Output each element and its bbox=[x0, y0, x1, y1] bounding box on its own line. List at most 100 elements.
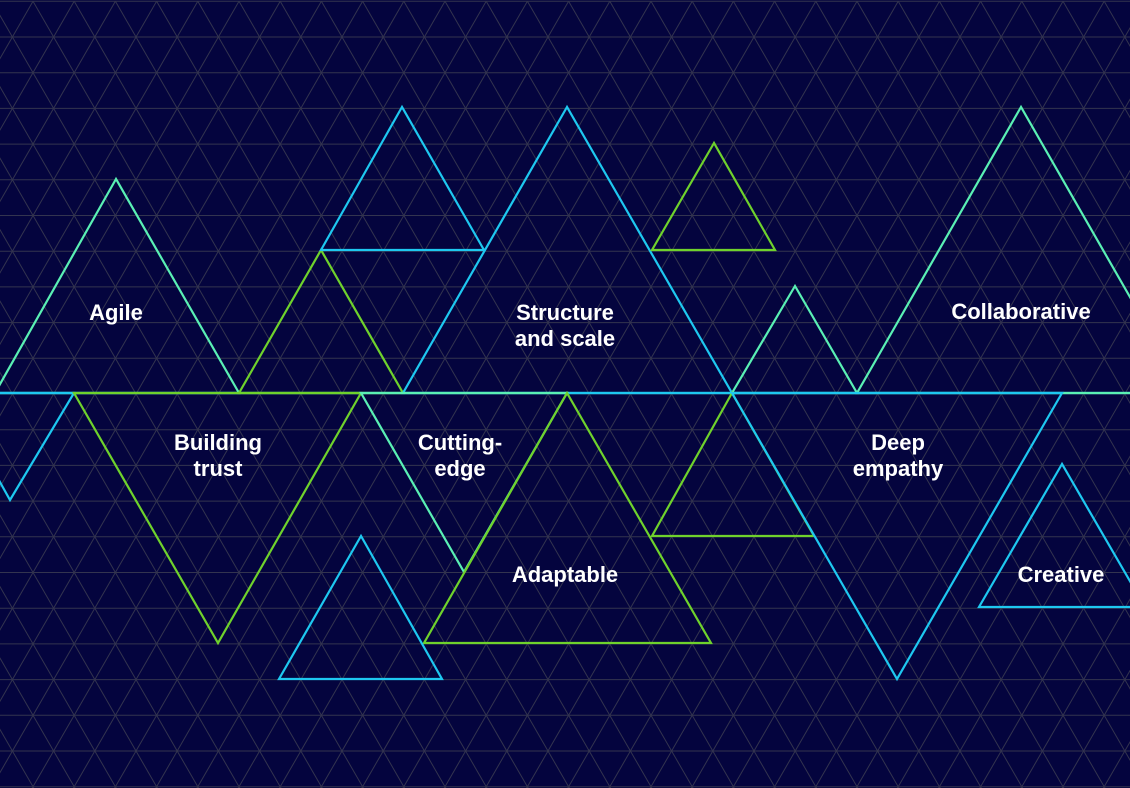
grid-line bbox=[361, 1, 817, 788]
grid-line bbox=[0, 1, 281, 488]
grid-line bbox=[196, 1, 652, 788]
grid-line bbox=[0, 1, 116, 203]
triangle-building-trust bbox=[72, 391, 363, 646]
grid-line bbox=[156, 1, 612, 788]
grid-line bbox=[279, 1, 735, 788]
grid-line bbox=[485, 1, 941, 788]
grid-line bbox=[979, 526, 1130, 788]
grid-line bbox=[938, 455, 1130, 788]
grid-line bbox=[649, 1, 1105, 788]
grid-line bbox=[1020, 598, 1130, 788]
grid-line bbox=[691, 1, 1130, 762]
label-line: and scale bbox=[514, 326, 616, 351]
grid-line bbox=[855, 312, 1130, 788]
grid-line bbox=[608, 1, 1064, 788]
triangle-mint-small bbox=[730, 283, 859, 395]
label-line: Deep bbox=[871, 430, 925, 455]
grid-line bbox=[0, 228, 323, 788]
grid-line bbox=[114, 1, 570, 788]
grid-line bbox=[444, 1, 900, 788]
grid-line bbox=[773, 169, 1130, 788]
triangle-cutting-edge bbox=[359, 391, 569, 575]
grid-line bbox=[362, 1, 818, 788]
grid-line bbox=[609, 1, 1065, 788]
grid-line bbox=[0, 514, 158, 788]
grid-line bbox=[403, 1, 859, 788]
grid-line bbox=[237, 1, 693, 788]
grid-line bbox=[815, 1, 1130, 547]
label-adaptable: Adaptable bbox=[511, 562, 619, 587]
triangle-agile bbox=[0, 176, 241, 395]
grid-line bbox=[0, 300, 282, 788]
grid-line bbox=[856, 1, 1130, 476]
grid-line bbox=[0, 1, 158, 274]
grid-line bbox=[938, 1, 1130, 333]
triangle-cyan-small-top bbox=[319, 104, 486, 252]
grid-line bbox=[32, 1, 488, 788]
label-agile: Agile bbox=[89, 300, 143, 325]
triangle-collaborative bbox=[855, 104, 1130, 395]
label-line: edge bbox=[434, 456, 486, 481]
grid-line bbox=[0, 371, 241, 788]
label-line: trust bbox=[193, 456, 243, 481]
grid-line bbox=[278, 1, 734, 788]
grid-line bbox=[320, 1, 776, 788]
label-line: Building bbox=[174, 430, 262, 455]
grid-line bbox=[155, 1, 611, 788]
grid-line bbox=[732, 98, 1130, 788]
grid-line bbox=[774, 1, 1130, 619]
grid-line bbox=[0, 442, 200, 788]
grid-line bbox=[484, 1, 940, 788]
grid-line bbox=[0, 85, 406, 788]
grid-line bbox=[402, 1, 858, 788]
grid-line bbox=[0, 157, 364, 788]
grid-line bbox=[197, 1, 653, 788]
grid-line bbox=[0, 585, 117, 788]
grid-line bbox=[897, 1, 1130, 405]
grid-line bbox=[0, 1, 446, 774]
label-line: empathy bbox=[852, 456, 944, 481]
grid-line bbox=[980, 1, 1130, 262]
grid-line bbox=[443, 1, 899, 788]
grid-line bbox=[650, 1, 1106, 788]
triangle-adaptable bbox=[422, 390, 713, 645]
label-collaborative: Collaborative bbox=[951, 299, 1091, 324]
triangle-creative bbox=[977, 461, 1130, 609]
grid-line bbox=[238, 1, 694, 788]
grid-line bbox=[0, 1, 322, 560]
grid-line bbox=[567, 1, 1023, 788]
grid-line bbox=[0, 14, 447, 788]
triangle-green-small bbox=[237, 247, 405, 395]
grid-line bbox=[526, 1, 982, 788]
triangle-cyan-bottom bbox=[277, 533, 444, 681]
grid-line bbox=[73, 1, 529, 788]
grid-line bbox=[320, 1, 776, 788]
grid-line bbox=[732, 1, 1130, 690]
grid-line bbox=[0, 1, 199, 346]
grid-line bbox=[690, 26, 1130, 788]
grid-line bbox=[1021, 1, 1130, 190]
label-cutting-edge: Cutting-edge bbox=[418, 430, 502, 482]
label-creative: Creative bbox=[1017, 562, 1105, 587]
grid-line bbox=[896, 383, 1130, 788]
grid-line bbox=[568, 1, 1024, 788]
grid-line bbox=[0, 657, 76, 788]
grid-line bbox=[114, 1, 570, 788]
triangle-green-bottom bbox=[650, 390, 816, 538]
grid-line bbox=[72, 1, 528, 788]
grid-line bbox=[0, 1, 364, 631]
grid-line bbox=[526, 1, 982, 788]
grid-line bbox=[0, 1, 240, 417]
label-line: Cutting- bbox=[417, 430, 503, 455]
grid-line bbox=[814, 241, 1130, 788]
triangle-deep-empathy bbox=[730, 391, 1064, 682]
label-line: Structure bbox=[516, 300, 614, 325]
grid-line bbox=[0, 1, 405, 703]
triangle-cyan-left bbox=[0, 391, 76, 503]
triangle-green-top bbox=[650, 140, 777, 252]
